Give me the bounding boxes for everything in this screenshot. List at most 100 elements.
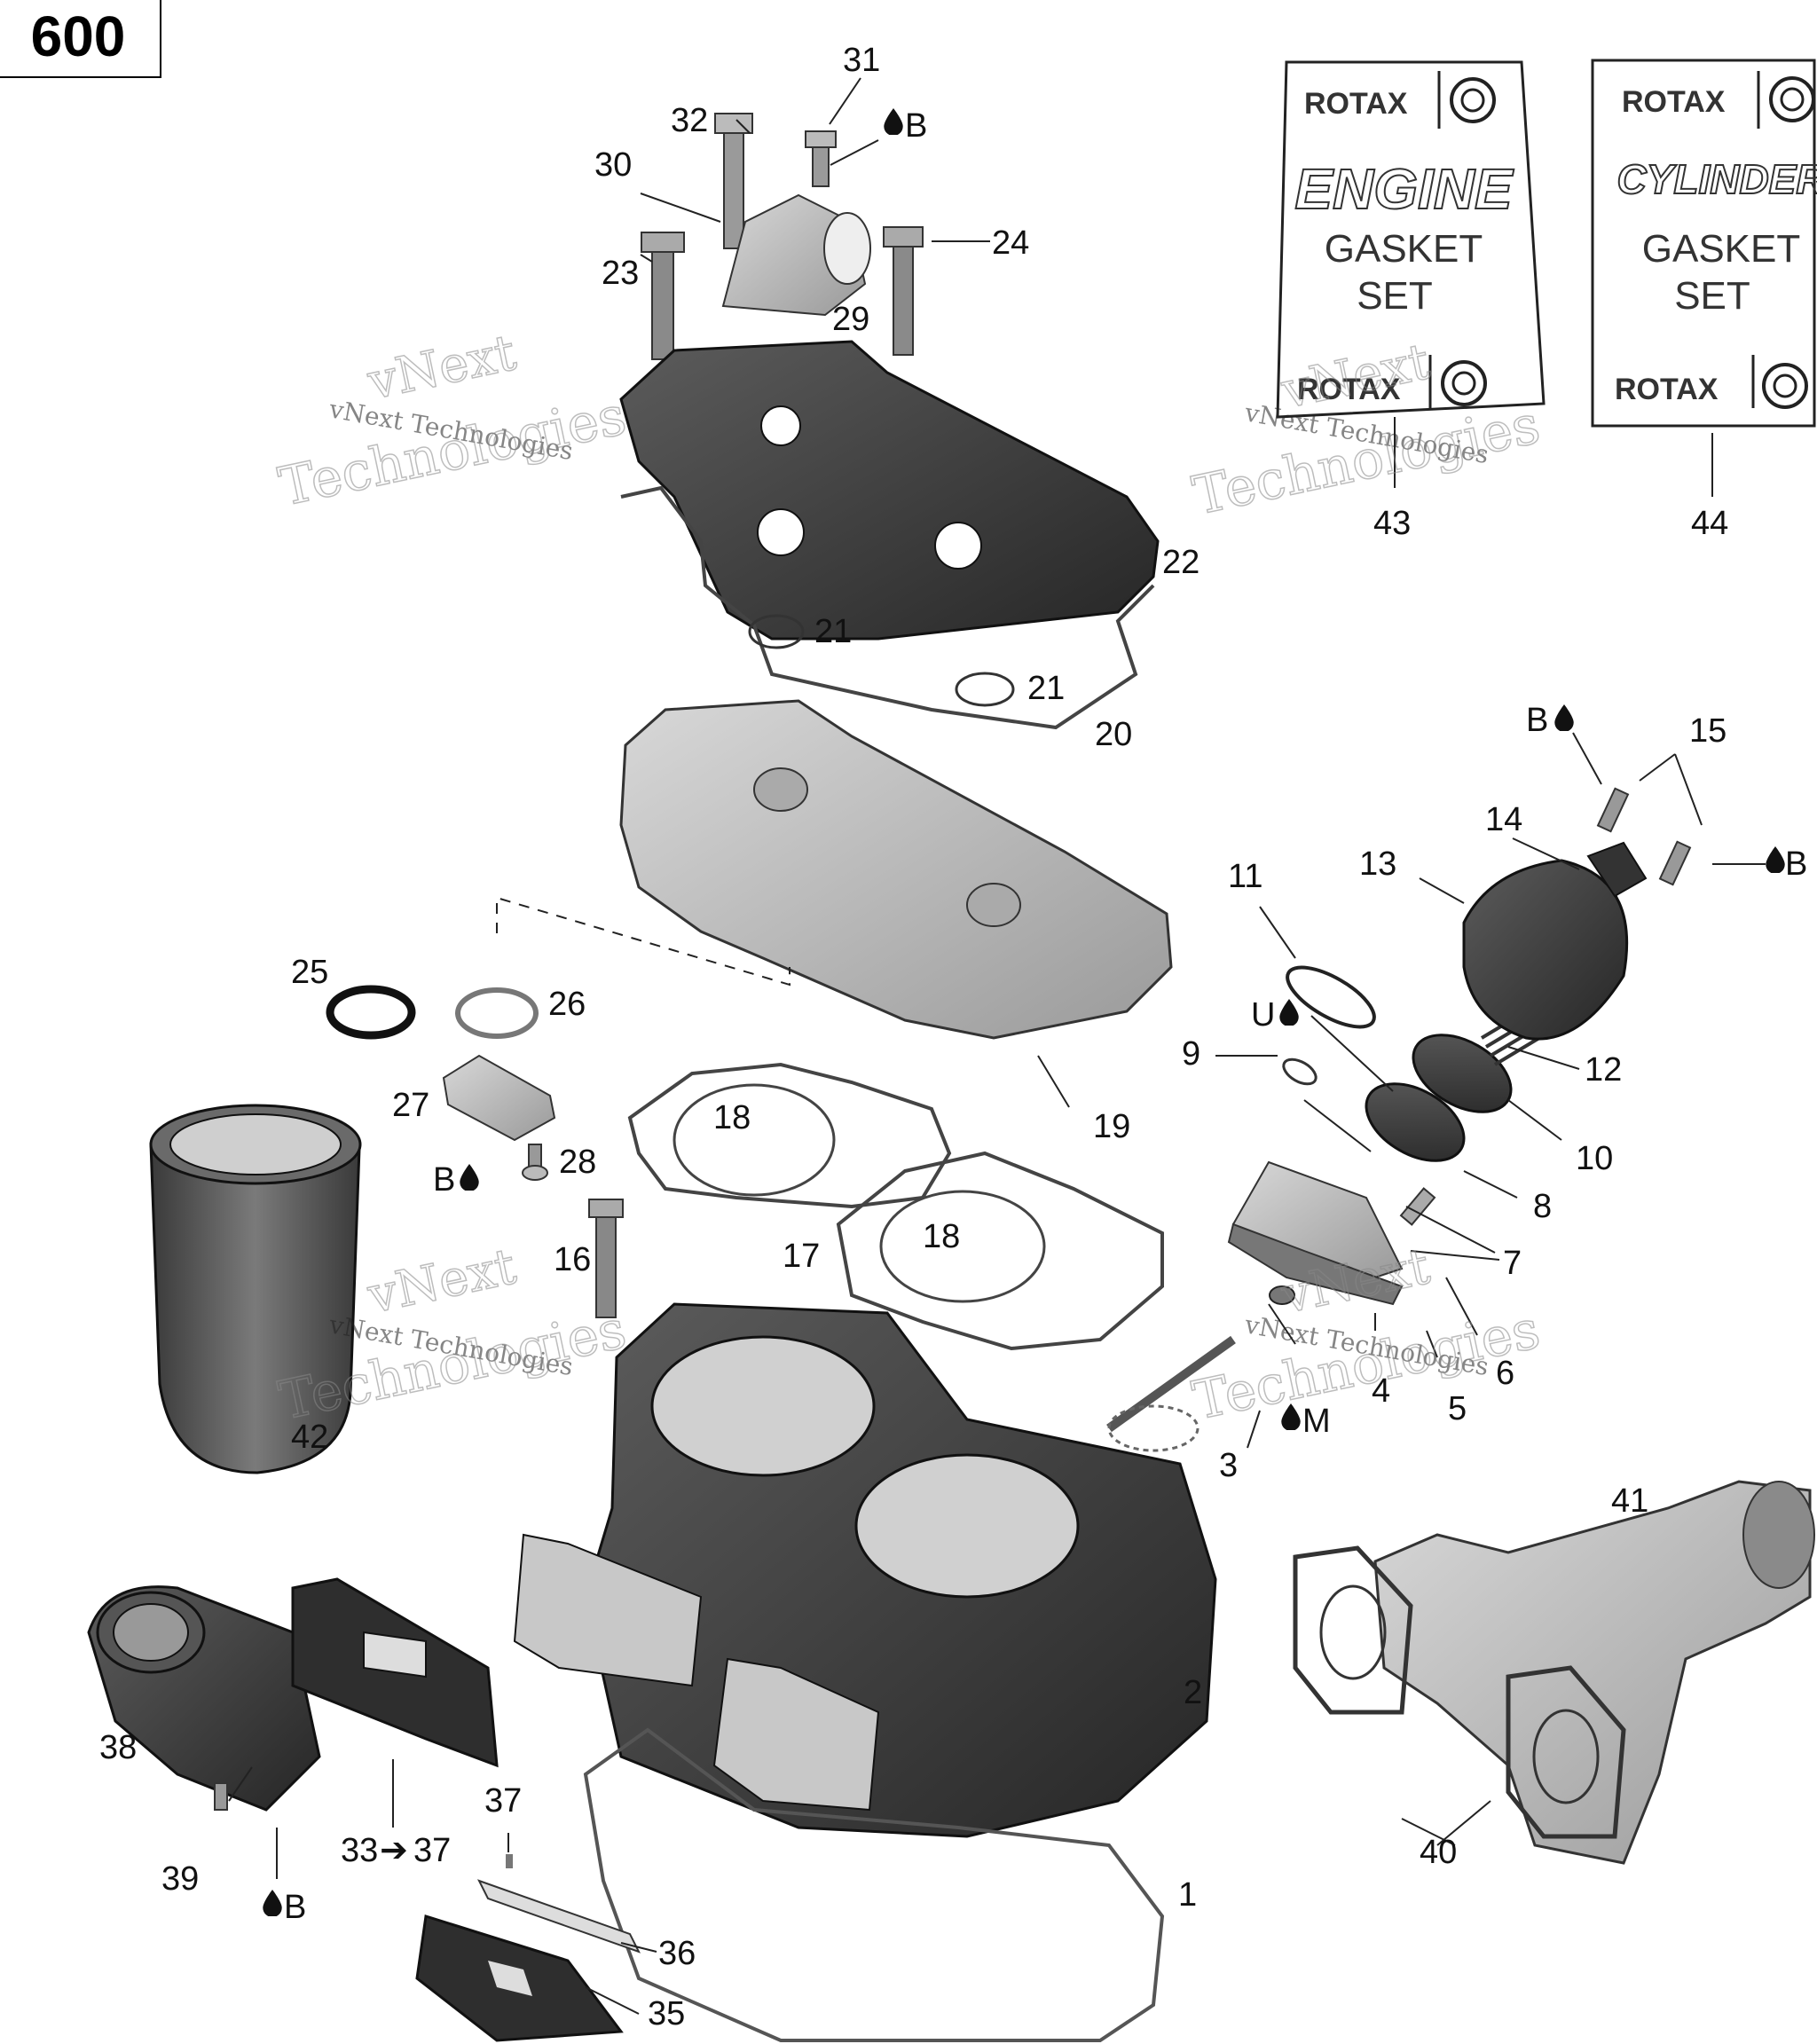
cap-14 (1586, 841, 1648, 898)
callout-41: 41 (1611, 1482, 1648, 1520)
callout-38: 38 (99, 1729, 137, 1766)
o-ring-11 (1286, 965, 1376, 1029)
head-gasket-18a (627, 1062, 952, 1209)
svg-text:vNext: vNext (362, 324, 521, 412)
cylinder-kit-title: CYLINDER (1616, 156, 1817, 202)
head-cover-gasket-20 (620, 485, 1155, 730)
callout-26: 26 (548, 986, 586, 1023)
washer-5 (1269, 1285, 1295, 1305)
watermark-top-left: vNext Technologies vNext Technologies (273, 323, 632, 519)
lubricant-mark-m: M (1281, 1403, 1331, 1440)
o-rings-21 (748, 614, 1015, 707)
callout-3: 3 (1219, 1447, 1238, 1484)
bolt-16 (588, 1199, 624, 1318)
valve-housing-6 (1227, 1160, 1404, 1306)
callout-25: 25 (291, 954, 328, 991)
exhaust-gaskets-40 (1293, 1545, 1626, 1839)
callout-9: 9 (1182, 1035, 1200, 1073)
actuator-rod-3 (1106, 1335, 1236, 1452)
o-ring-25 (326, 985, 416, 1040)
callout-4: 4 (1372, 1372, 1390, 1410)
callout-17: 17 (783, 1238, 820, 1275)
reed-block-35 (415, 1914, 624, 2042)
rotax-logo-icon (1751, 355, 1808, 409)
lubricant-mark-b-39: B (263, 1889, 306, 1926)
cylinder-kit-brand-bottom: ROTAX (1615, 373, 1719, 406)
callout-20: 20 (1095, 716, 1132, 753)
head-gasket-18b (836, 1151, 1164, 1351)
bolt-31 (805, 130, 837, 187)
o-ring-9 (1282, 1057, 1318, 1086)
callout-13: 13 (1359, 845, 1396, 883)
callout-37b: 37 (484, 1782, 522, 1820)
screw-7 (1399, 1187, 1436, 1226)
callout-2: 2 (1184, 1674, 1202, 1711)
callout-15: 15 (1689, 712, 1727, 750)
lubricant-mark-b-15: B (1526, 702, 1574, 739)
engine-kit-title: ENGINE (1294, 157, 1514, 221)
callout-6: 6 (1496, 1355, 1514, 1392)
screws-15 (1596, 787, 1692, 886)
callout-1: 1 (1178, 1876, 1197, 1914)
svg-text:B: B (1526, 702, 1548, 739)
svg-text:M: M (1302, 1403, 1331, 1440)
water-outlet-29 (721, 193, 871, 317)
bolt-32 (714, 113, 753, 249)
rotax-logo-icon (1428, 355, 1487, 408)
lubricant-mark-b-31: B (884, 107, 927, 145)
svg-text:33: 33 (341, 1832, 378, 1869)
valve-10 (1412, 1034, 1513, 1113)
leader-lines (228, 77, 1766, 2015)
callout-30: 30 (594, 146, 632, 184)
arrow-right-icon: ➔ (380, 1832, 408, 1869)
exhaust-manifold-41 (1373, 1480, 1815, 1865)
callout-44: 44 (1691, 505, 1728, 542)
svg-text:37: 37 (413, 1832, 451, 1869)
callout-14: 14 (1485, 801, 1522, 838)
callout-31: 31 (843, 42, 880, 79)
callout-18a: 18 (713, 1099, 751, 1136)
page-number-badge: 600 (0, 0, 161, 78)
screw-37 (506, 1854, 513, 1868)
callout-28: 28 (559, 1144, 596, 1181)
cylinder-kit-line3: SET (1674, 274, 1750, 318)
engine-kit-brand-top: ROTAX (1304, 87, 1408, 121)
lubricant-mark-b-28: B (433, 1161, 479, 1199)
cylinder-head-19 (619, 699, 1173, 1040)
cylinder-sleeve-42 (149, 1104, 362, 1474)
callout-42: 42 (291, 1419, 328, 1456)
callout-12: 12 (1585, 1051, 1622, 1089)
svg-text:B: B (284, 1889, 306, 1926)
callout-36: 36 (658, 1935, 696, 1972)
engine-kit-brand-bottom: ROTAX (1297, 373, 1401, 406)
svg-text:vNext: vNext (362, 1238, 521, 1325)
o-ring-26 (455, 987, 539, 1039)
reed-valve-33 (291, 1577, 499, 1768)
valve-piston-8 (1365, 1082, 1466, 1162)
screw-28 (522, 1144, 548, 1181)
callout-40: 40 (1420, 1834, 1457, 1871)
engine-kit-line3: SET (1357, 274, 1433, 318)
callout-22: 22 (1162, 544, 1200, 581)
cylinder-bore-left (650, 1335, 876, 1477)
callout-23: 23 (602, 255, 639, 292)
screw-39 (214, 1782, 228, 1811)
callout-33-37: 33 ➔ 37 (341, 1832, 451, 1869)
callout-21a: 21 (814, 613, 852, 650)
engine-kit-line2: GASKET (1325, 227, 1483, 271)
bolt-23 (641, 232, 685, 360)
callout-16: 16 (554, 1241, 591, 1278)
callout-8: 8 (1533, 1188, 1552, 1225)
svg-text:B: B (1785, 845, 1807, 883)
lubricant-mark-b-15b: B (1766, 845, 1807, 883)
svg-text:U: U (1251, 996, 1275, 1034)
reed-stop-36 (476, 1879, 641, 1954)
bolt-24 (883, 226, 924, 356)
callout-39: 39 (161, 1860, 199, 1898)
rotax-logo-icon (1757, 71, 1815, 129)
callout-10: 10 (1576, 1140, 1613, 1177)
callout-35: 35 (648, 1995, 685, 2032)
intake-manifold-38 (87, 1585, 321, 1812)
callout-43: 43 (1373, 505, 1411, 542)
